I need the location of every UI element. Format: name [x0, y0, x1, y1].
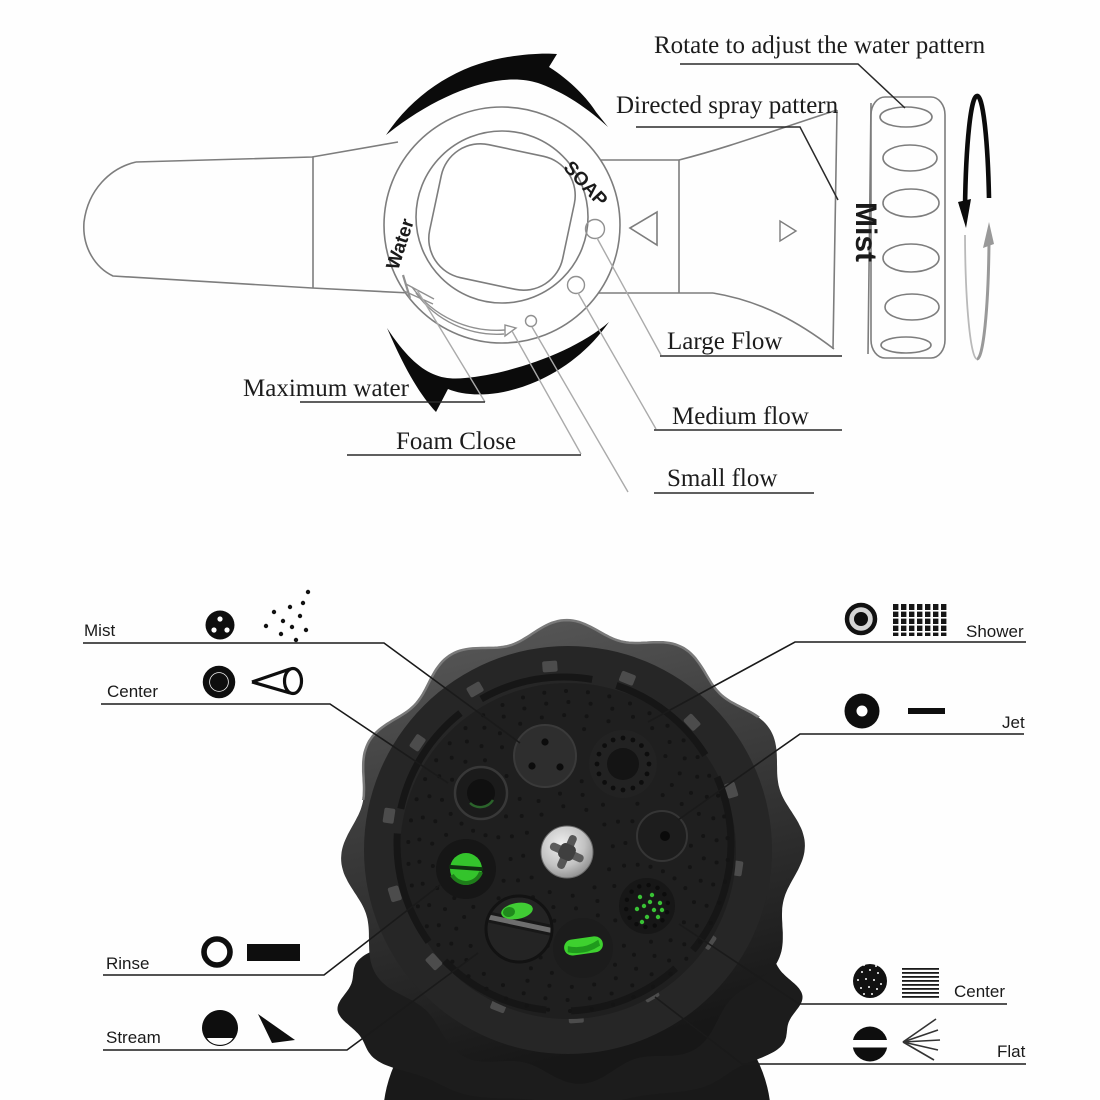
- svg-text:Small flow: Small flow: [667, 465, 777, 492]
- svg-text:Directed spray pattern: Directed spray pattern: [616, 92, 839, 119]
- svg-text:Stream: Stream: [106, 1028, 161, 1047]
- svg-text:Medium flow: Medium flow: [672, 403, 809, 430]
- svg-text:Mist: Mist: [849, 202, 882, 262]
- svg-text:Rotate to adjust the water pat: Rotate to adjust the water pattern: [654, 32, 986, 59]
- svg-text:Shower: Shower: [966, 622, 1024, 641]
- svg-text:Foam Close: Foam Close: [396, 428, 516, 455]
- svg-text:Maximum water: Maximum water: [243, 375, 410, 402]
- svg-text:Center: Center: [954, 982, 1005, 1001]
- svg-text:Jet: Jet: [1002, 713, 1025, 732]
- svg-text:Rinse: Rinse: [106, 954, 149, 973]
- svg-text:Center: Center: [107, 682, 158, 701]
- svg-text:Large Flow: Large Flow: [667, 328, 783, 355]
- svg-text:Mist: Mist: [84, 621, 115, 640]
- svg-text:Flat: Flat: [997, 1042, 1026, 1061]
